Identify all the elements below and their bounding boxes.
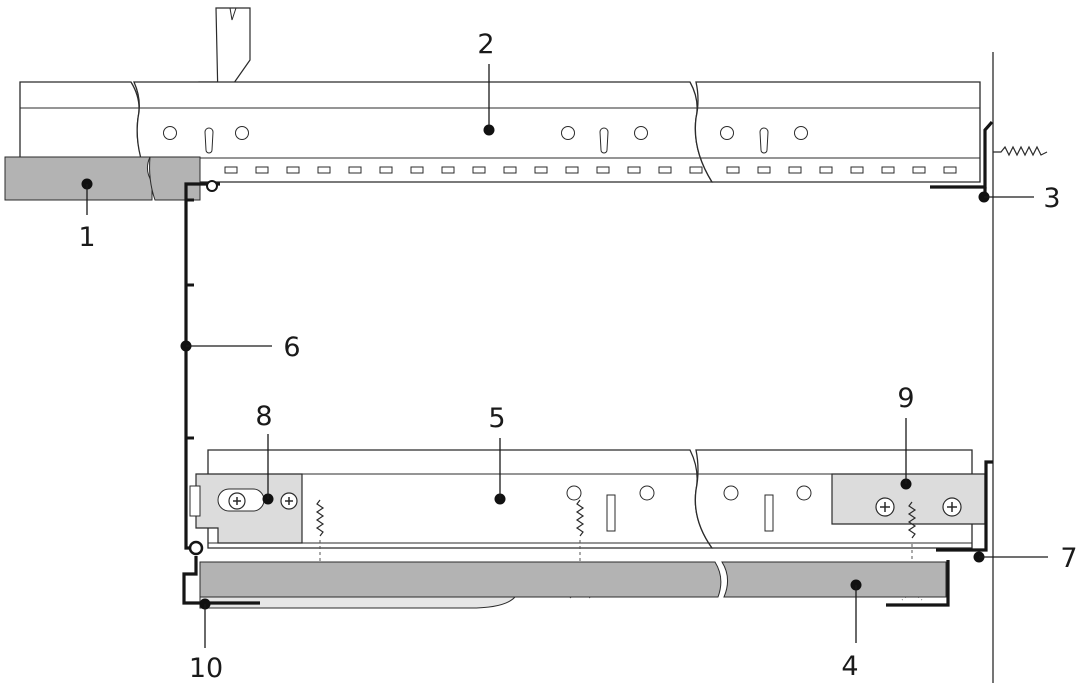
callout-5: 5	[488, 403, 505, 434]
lower-ceiling-tiles	[199, 561, 947, 609]
callout-3: 3	[1043, 183, 1060, 214]
upper-wall-angle	[930, 120, 994, 189]
callout-10: 10	[189, 653, 223, 683]
callout-9: 9	[897, 383, 914, 414]
left-bracket	[189, 473, 303, 544]
callout-labels: 1 2 3 4 5 6 7 8 9 10	[78, 29, 1077, 683]
slot-row	[224, 166, 957, 174]
callout-2: 2	[477, 29, 494, 60]
callout-leaders	[81, 64, 1048, 648]
right-bracket	[831, 473, 986, 525]
lower-wall-angle	[936, 460, 993, 552]
wall-anchor	[993, 145, 1048, 157]
callout-6: 6	[283, 332, 300, 363]
left-ceiling-tile	[4, 156, 153, 201]
upper-carrier-rail	[19, 81, 981, 183]
callout-1: 1	[78, 222, 95, 253]
vertical-profile	[184, 180, 220, 556]
callout-4: 4	[841, 651, 858, 682]
callout-7: 7	[1060, 543, 1077, 574]
callout-8: 8	[255, 401, 272, 432]
